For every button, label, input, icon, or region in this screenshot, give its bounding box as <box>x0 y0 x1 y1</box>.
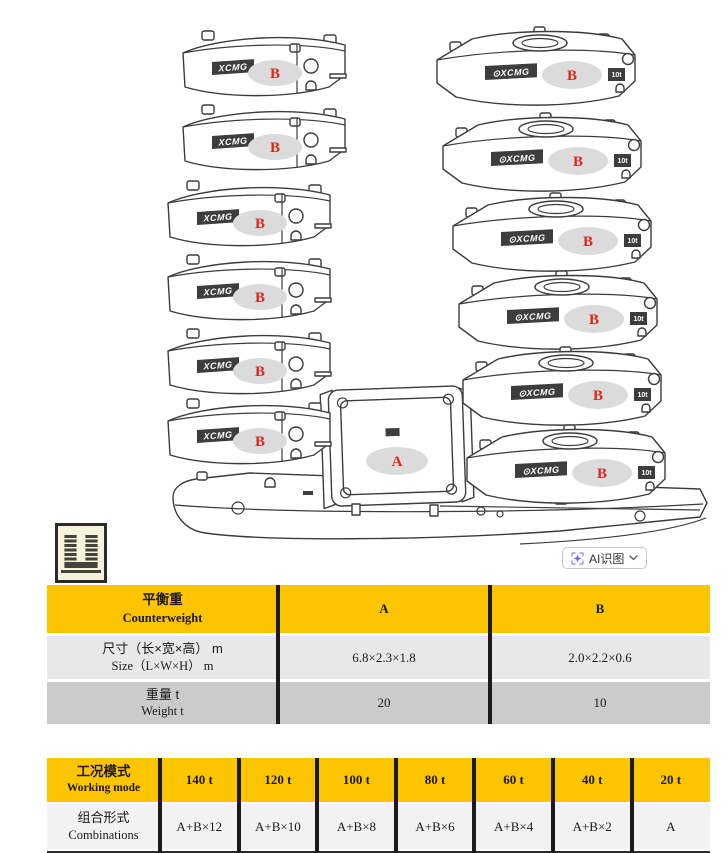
counterweight-table: 平衡重 Counterweight A B 尺寸（长×宽×高） m Size（L… <box>47 585 710 724</box>
combination-140t: A+B×12 <box>176 818 223 834</box>
mode-60t: 60 t <box>503 772 524 788</box>
table-column-divider <box>394 758 398 853</box>
table-column-divider <box>488 585 492 724</box>
counterweight-block-b <box>167 254 332 321</box>
counterweight-block-b <box>436 26 636 106</box>
header-counterweight-zh: 平衡重 <box>142 592 183 608</box>
table-column-divider <box>472 758 476 853</box>
counterweight-block-b <box>167 180 332 247</box>
table-column-divider <box>276 585 280 724</box>
ai-sparkle-scan-icon <box>571 551 584 565</box>
counterweight-block-b <box>466 424 666 504</box>
size-value-b: 2.0×2.2×0.6 <box>568 649 632 665</box>
working-mode-table: 工况模式 Working mode 140 t 120 t 100 t 80 t… <box>47 758 710 853</box>
combinations-row-label: 组合形式 Combinations <box>68 810 139 842</box>
mode-80t: 80 t <box>424 772 446 788</box>
combination-80t: A+B×6 <box>415 818 455 834</box>
counterweight-block-b <box>167 398 332 465</box>
counterweight-block-b <box>442 112 642 192</box>
weight-value-b: 10 <box>593 695 607 711</box>
counterweight-block-b <box>182 30 347 97</box>
mode-100t: 100 t <box>342 772 370 788</box>
mode-120t: 120 t <box>264 772 292 788</box>
table-column-divider <box>630 758 634 853</box>
combinations-row: 组合形式 Combinations A+B×12 A+B×10 A+B×8 A+… <box>47 804 710 849</box>
weight-value-a: 20 <box>377 695 391 711</box>
weight-row: 重量 t Weight t 20 10 <box>47 682 710 724</box>
counterweight-diagram: XCMG B ⊙XCMG B 10t <box>167 26 708 545</box>
header-col-b: B <box>595 601 605 617</box>
combination-40t: A+B×2 <box>572 818 612 834</box>
counterweight-block-b <box>167 328 332 395</box>
header-counterweight: 平衡重 Counterweight <box>47 585 278 633</box>
combination-120t: A+B×10 <box>255 818 301 834</box>
counterweight-table-header-row: 平衡重 Counterweight A B <box>47 585 710 633</box>
mode-20t: 20 t <box>660 772 682 788</box>
size-value-a: 6.8×2.3×1.8 <box>352 649 416 665</box>
combination-20t: A <box>666 818 676 834</box>
a-marker: A <box>392 454 403 470</box>
counterweight-thumbnail-icon[interactable] <box>55 523 107 583</box>
combination-60t: A+B×4 <box>493 818 534 834</box>
ai-image-recognition-button[interactable]: AI识图 <box>562 547 648 569</box>
header-col-a: A <box>379 601 389 617</box>
weight-row-label: 重量 t Weight t <box>141 686 184 719</box>
size-row-label: 尺寸（长×宽×高） m Size（L×W×H） m <box>102 641 223 673</box>
combination-100t: A+B×8 <box>336 818 377 834</box>
chevron-down-icon <box>629 555 638 561</box>
table-column-divider <box>551 758 555 853</box>
mode-40t: 40 t <box>581 772 603 788</box>
table-column-divider <box>315 758 319 853</box>
counterweight-block-b <box>182 104 347 171</box>
table-column-divider <box>158 758 162 853</box>
counterweight-block-b <box>458 270 658 350</box>
ai-button-label: AI识图 <box>589 551 625 566</box>
header-counterweight-en: Counterweight <box>122 610 203 625</box>
mode-140t: 140 t <box>185 772 213 788</box>
header-working-mode: 工况模式 Working mode <box>66 764 141 795</box>
table-column-divider <box>237 758 241 853</box>
counterweight-block-b <box>462 346 662 426</box>
working-mode-header-row: 工况模式 Working mode 140 t 120 t 100 t 80 t… <box>47 758 710 802</box>
counterweight-u-stack-icon <box>55 523 107 583</box>
size-row: 尺寸（长×宽×高） m Size（L×W×H） m 6.8×2.3×1.8 2.… <box>47 636 710 679</box>
counterweight-block-b <box>452 192 652 272</box>
